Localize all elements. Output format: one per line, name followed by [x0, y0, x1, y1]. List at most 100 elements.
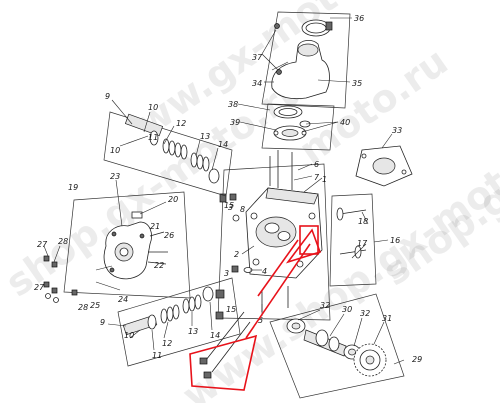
leader: [119, 135, 149, 147]
gasket-hole: [401, 169, 407, 175]
long-studs: [199, 311, 251, 379]
pin: [147, 261, 167, 265]
nut: [199, 357, 208, 365]
pin: [149, 231, 165, 237]
valve-stem: [339, 249, 367, 255]
callout-label: 14: [210, 331, 220, 340]
leader: [151, 329, 155, 351]
bolt-hole: [308, 212, 316, 220]
callout-label: 5: [258, 316, 263, 325]
leader: [351, 243, 367, 259]
callout-label: 18: [358, 217, 368, 226]
callout-label: 28: [78, 303, 88, 312]
washer: [147, 314, 157, 330]
leader: [95, 265, 113, 271]
leader: [209, 301, 213, 331]
bolt: [139, 233, 145, 239]
leader: [261, 53, 279, 71]
callout-label: 25: [90, 301, 100, 310]
nut: [43, 255, 50, 262]
callout-label: 1: [322, 175, 327, 184]
valve-port: [264, 222, 280, 234]
callout-label: 27: [37, 240, 48, 249]
callout-label: 9: [105, 92, 110, 101]
valve-spring: [162, 138, 188, 160]
callout-label: 38: [228, 100, 238, 109]
gasket-ring-inner: [278, 108, 298, 116]
callout-label: 30: [342, 305, 352, 314]
callout-label: 28: [58, 237, 68, 246]
group-frame: [261, 103, 335, 151]
valve-spring: [160, 304, 180, 324]
callout-label: 10: [148, 103, 158, 112]
valve-spring: [182, 294, 202, 314]
callout-label: 6: [314, 160, 319, 169]
gasket-hole: [361, 153, 367, 159]
highlight-box: [299, 225, 319, 255]
callout-label: 12: [162, 339, 172, 348]
exhaust-gasket: [355, 133, 413, 187]
head-top-face: [265, 187, 319, 205]
thermostat-housing: [271, 40, 330, 100]
callout-label: 11: [148, 133, 158, 142]
leader: [303, 177, 323, 193]
bolt-hole: [252, 258, 260, 266]
callout-label: 23: [110, 172, 120, 181]
leader: [373, 239, 389, 243]
callout-label: 32: [320, 301, 330, 310]
nut: [71, 289, 78, 296]
callout-label: 21: [150, 222, 160, 231]
leader: [293, 175, 313, 181]
nut: [43, 281, 50, 288]
leader: [393, 359, 405, 365]
leader: [163, 321, 169, 339]
cam-holder-group: [63, 179, 191, 299]
leader: [317, 79, 351, 83]
hose-clamp-inner: [305, 22, 327, 34]
leader: [53, 245, 61, 263]
leader: [381, 133, 393, 149]
head-small-parts: [215, 193, 262, 299]
callout-label: 31: [382, 314, 392, 323]
rocker-shaft: [124, 113, 164, 137]
callout-label: 10: [110, 146, 120, 155]
camshaft-group: [269, 293, 405, 399]
callout-label: 39: [230, 118, 240, 127]
washer: [232, 214, 240, 222]
group-frame: [217, 163, 331, 321]
cam-lobe: [328, 336, 340, 352]
callout-label: 26: [164, 231, 174, 240]
clamp-screw: [325, 21, 333, 31]
callout-label: 32: [360, 309, 370, 318]
washer: [149, 130, 159, 146]
leader: [107, 323, 127, 327]
gasket-port: [372, 157, 396, 175]
group-frame: [261, 11, 351, 109]
valve-port: [277, 231, 291, 241]
valve-group: [329, 193, 389, 287]
leader: [353, 317, 363, 347]
leader: [111, 99, 133, 125]
dowel: [131, 211, 143, 219]
callout-label: 8: [240, 205, 245, 214]
bolt: [274, 23, 280, 29]
callout-label: 10: [124, 331, 134, 340]
leader: [195, 139, 201, 157]
lower-rocker-group: [107, 277, 241, 367]
leader: [163, 125, 175, 145]
callout-label: 37: [252, 53, 263, 62]
callout-label: 13: [188, 327, 198, 336]
highlight-line: [257, 239, 299, 297]
nut: [51, 287, 58, 294]
stud: [205, 311, 245, 361]
group-frame: [269, 293, 405, 399]
leader: [143, 111, 151, 133]
gasket-hole: [273, 130, 279, 136]
highlight-overlay: [189, 225, 322, 391]
callout-label: 3: [224, 269, 229, 278]
leader: [239, 121, 277, 131]
bolt-head: [215, 289, 225, 299]
leader: [211, 147, 219, 171]
callout-label: 2: [234, 250, 239, 259]
